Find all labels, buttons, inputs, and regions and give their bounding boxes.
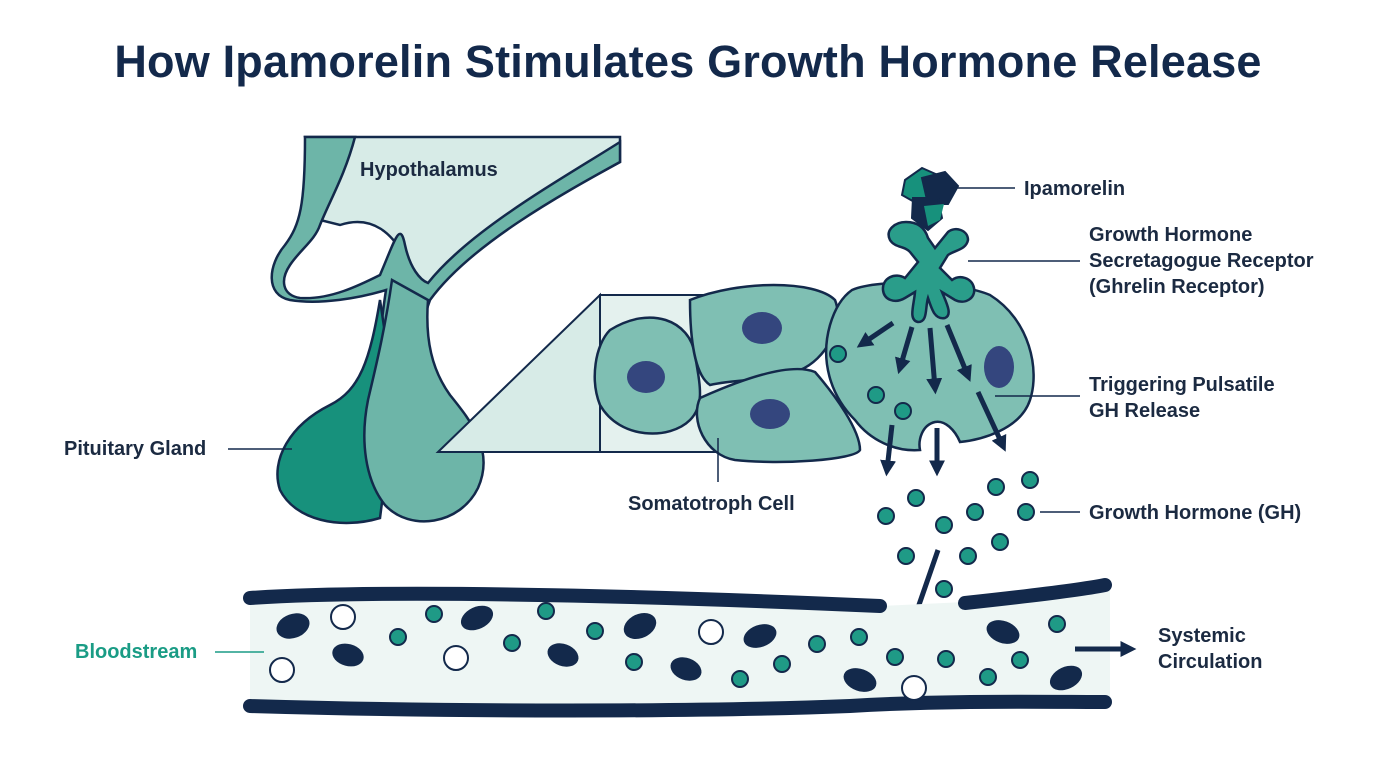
white-blood-cells xyxy=(269,604,927,701)
pituitary-gland xyxy=(276,278,485,525)
systemic-label-line1: Systemic xyxy=(1158,625,1246,647)
ghrelin-receptor-icon xyxy=(881,220,976,324)
red-blood-cells xyxy=(276,605,1083,692)
blood-vessel xyxy=(243,578,1112,718)
somatotroph-label: Somatotroph Cell xyxy=(628,493,795,515)
receptor-label-line1: Growth Hormone xyxy=(1089,224,1252,246)
gh-molecules-released xyxy=(877,471,1039,598)
zoom-wedge xyxy=(435,292,601,453)
release-arrows xyxy=(880,424,946,632)
ipamorelin-molecule xyxy=(900,166,960,232)
somatotroph-cells xyxy=(593,281,1035,464)
gh-granules-in-cell xyxy=(829,345,912,420)
receptor-label-line2: Secretagogue Receptor xyxy=(1089,250,1314,272)
systemic-label-line2: Circulation xyxy=(1158,651,1262,673)
gh-label: Growth Hormone (GH) xyxy=(1089,502,1301,524)
pituitary-label: Pituitary Gland xyxy=(64,438,206,460)
hypothalamus-label: Hypothalamus xyxy=(360,159,498,181)
signal-arrows xyxy=(856,320,1007,452)
trigger-label-line2: GH Release xyxy=(1089,400,1200,422)
receptor-label-line3: (Ghrelin Receptor) xyxy=(1089,276,1265,298)
gh-molecules-in-blood xyxy=(389,602,1066,688)
hypothalamus-shape xyxy=(270,135,622,412)
ipamorelin-label: Ipamorelin xyxy=(1024,178,1125,200)
diagram-title: How Ipamorelin Stimulates Growth Hormone… xyxy=(114,36,1262,87)
trigger-label-line1: Triggering Pulsatile xyxy=(1089,374,1275,396)
bloodstream-label: Bloodstream xyxy=(75,641,197,663)
